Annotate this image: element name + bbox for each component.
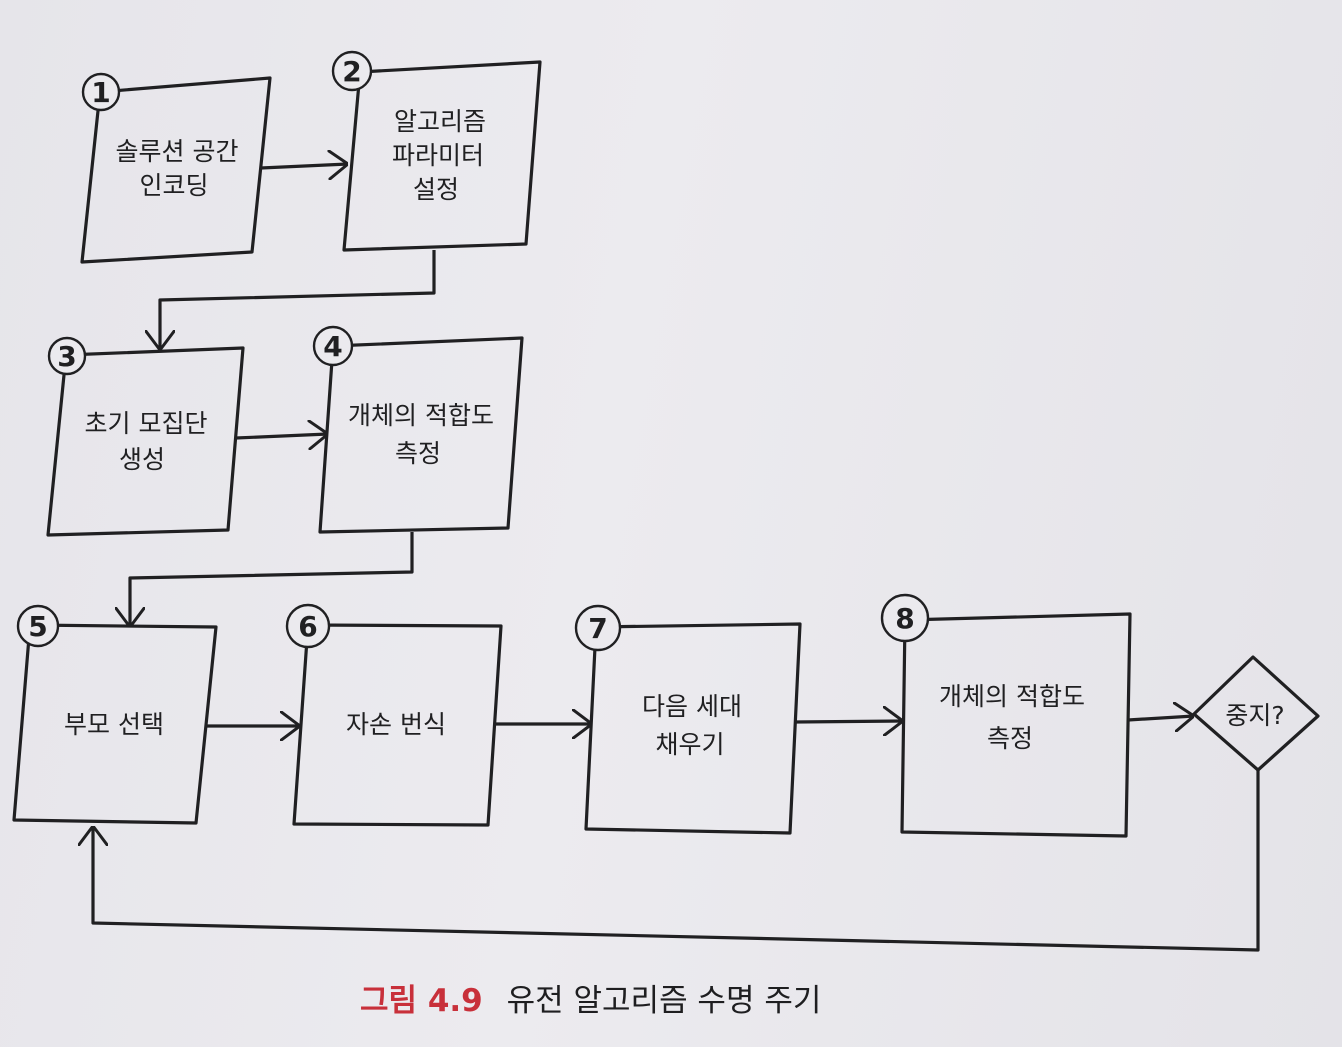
step-7-badge <box>574 604 622 652</box>
arrow-7-to-8 <box>794 721 903 722</box>
step-8-label-line-1: 개체의 적합도 <box>939 682 1085 711</box>
step-7-label-line-2: 채우기 <box>655 730 724 759</box>
step-1-badge <box>81 72 121 112</box>
step-4-box <box>318 336 524 534</box>
arrow-3-to-4 <box>235 434 328 438</box>
step-8-label-line-2: 측정 <box>987 724 1033 753</box>
figure-caption: 그림 4.9 유전 알고리즘 수명 주기 <box>360 975 821 1020</box>
step-2-number: 2 <box>342 55 361 88</box>
arrow-8-to-decision <box>1127 716 1194 720</box>
step-2-label-line-3: 설정 <box>413 175 459 204</box>
step-1-label-line-1: 솔루션 공간 <box>116 137 239 166</box>
step-3-label-line-1: 초기 모집단 <box>85 409 208 438</box>
step-5-badge <box>16 604 60 648</box>
step-4-label-line-1: 개체의 적합도 <box>348 401 494 430</box>
step-1-box <box>80 76 272 264</box>
arrow-1-to-2 <box>260 164 348 168</box>
arrow-4-to-5 <box>130 532 414 627</box>
step-6-number: 6 <box>298 610 317 643</box>
step-8-box <box>900 612 1132 838</box>
step-6-label-line-1: 자손 번식 <box>346 710 446 739</box>
step-5-number: 5 <box>28 610 47 643</box>
step-6-box <box>292 623 503 827</box>
step-3-number: 3 <box>57 340 76 373</box>
step-4-label-line-2: 측정 <box>395 439 441 468</box>
step-6-badge <box>285 603 331 649</box>
step-8-number: 8 <box>895 602 914 635</box>
step-2-badge <box>331 50 373 92</box>
step-4-number: 4 <box>323 330 342 363</box>
figure-title: 유전 알고리즘 수명 주기 <box>506 983 822 1019</box>
decision-label: 중지? <box>1225 701 1284 730</box>
step-1-number: 1 <box>91 76 110 109</box>
arrow-loop-back-to-5 <box>93 770 1260 952</box>
step-7-box <box>584 622 802 835</box>
step-4-badge <box>312 325 354 367</box>
step-8-badge <box>880 593 930 643</box>
step-3-badge <box>47 336 87 376</box>
step-3-label-line-2: 생성 <box>119 445 165 474</box>
step-2-label-line-2: 파라미터 <box>392 141 484 170</box>
step-5-box <box>12 623 218 825</box>
arrow-2-to-3 <box>160 250 436 350</box>
step-5-label-line-1: 부모 선택 <box>64 710 164 739</box>
step-7-label-line-1: 다음 세대 <box>642 692 742 721</box>
step-2-box <box>342 60 542 252</box>
step-7-number: 7 <box>588 612 607 645</box>
figure-number: 그림 4.9 <box>360 983 483 1019</box>
step-2-label-line-1: 알고리즘 <box>394 107 486 136</box>
step-3-box <box>46 346 245 537</box>
step-1-label-line-2: 인코딩 <box>139 171 208 200</box>
